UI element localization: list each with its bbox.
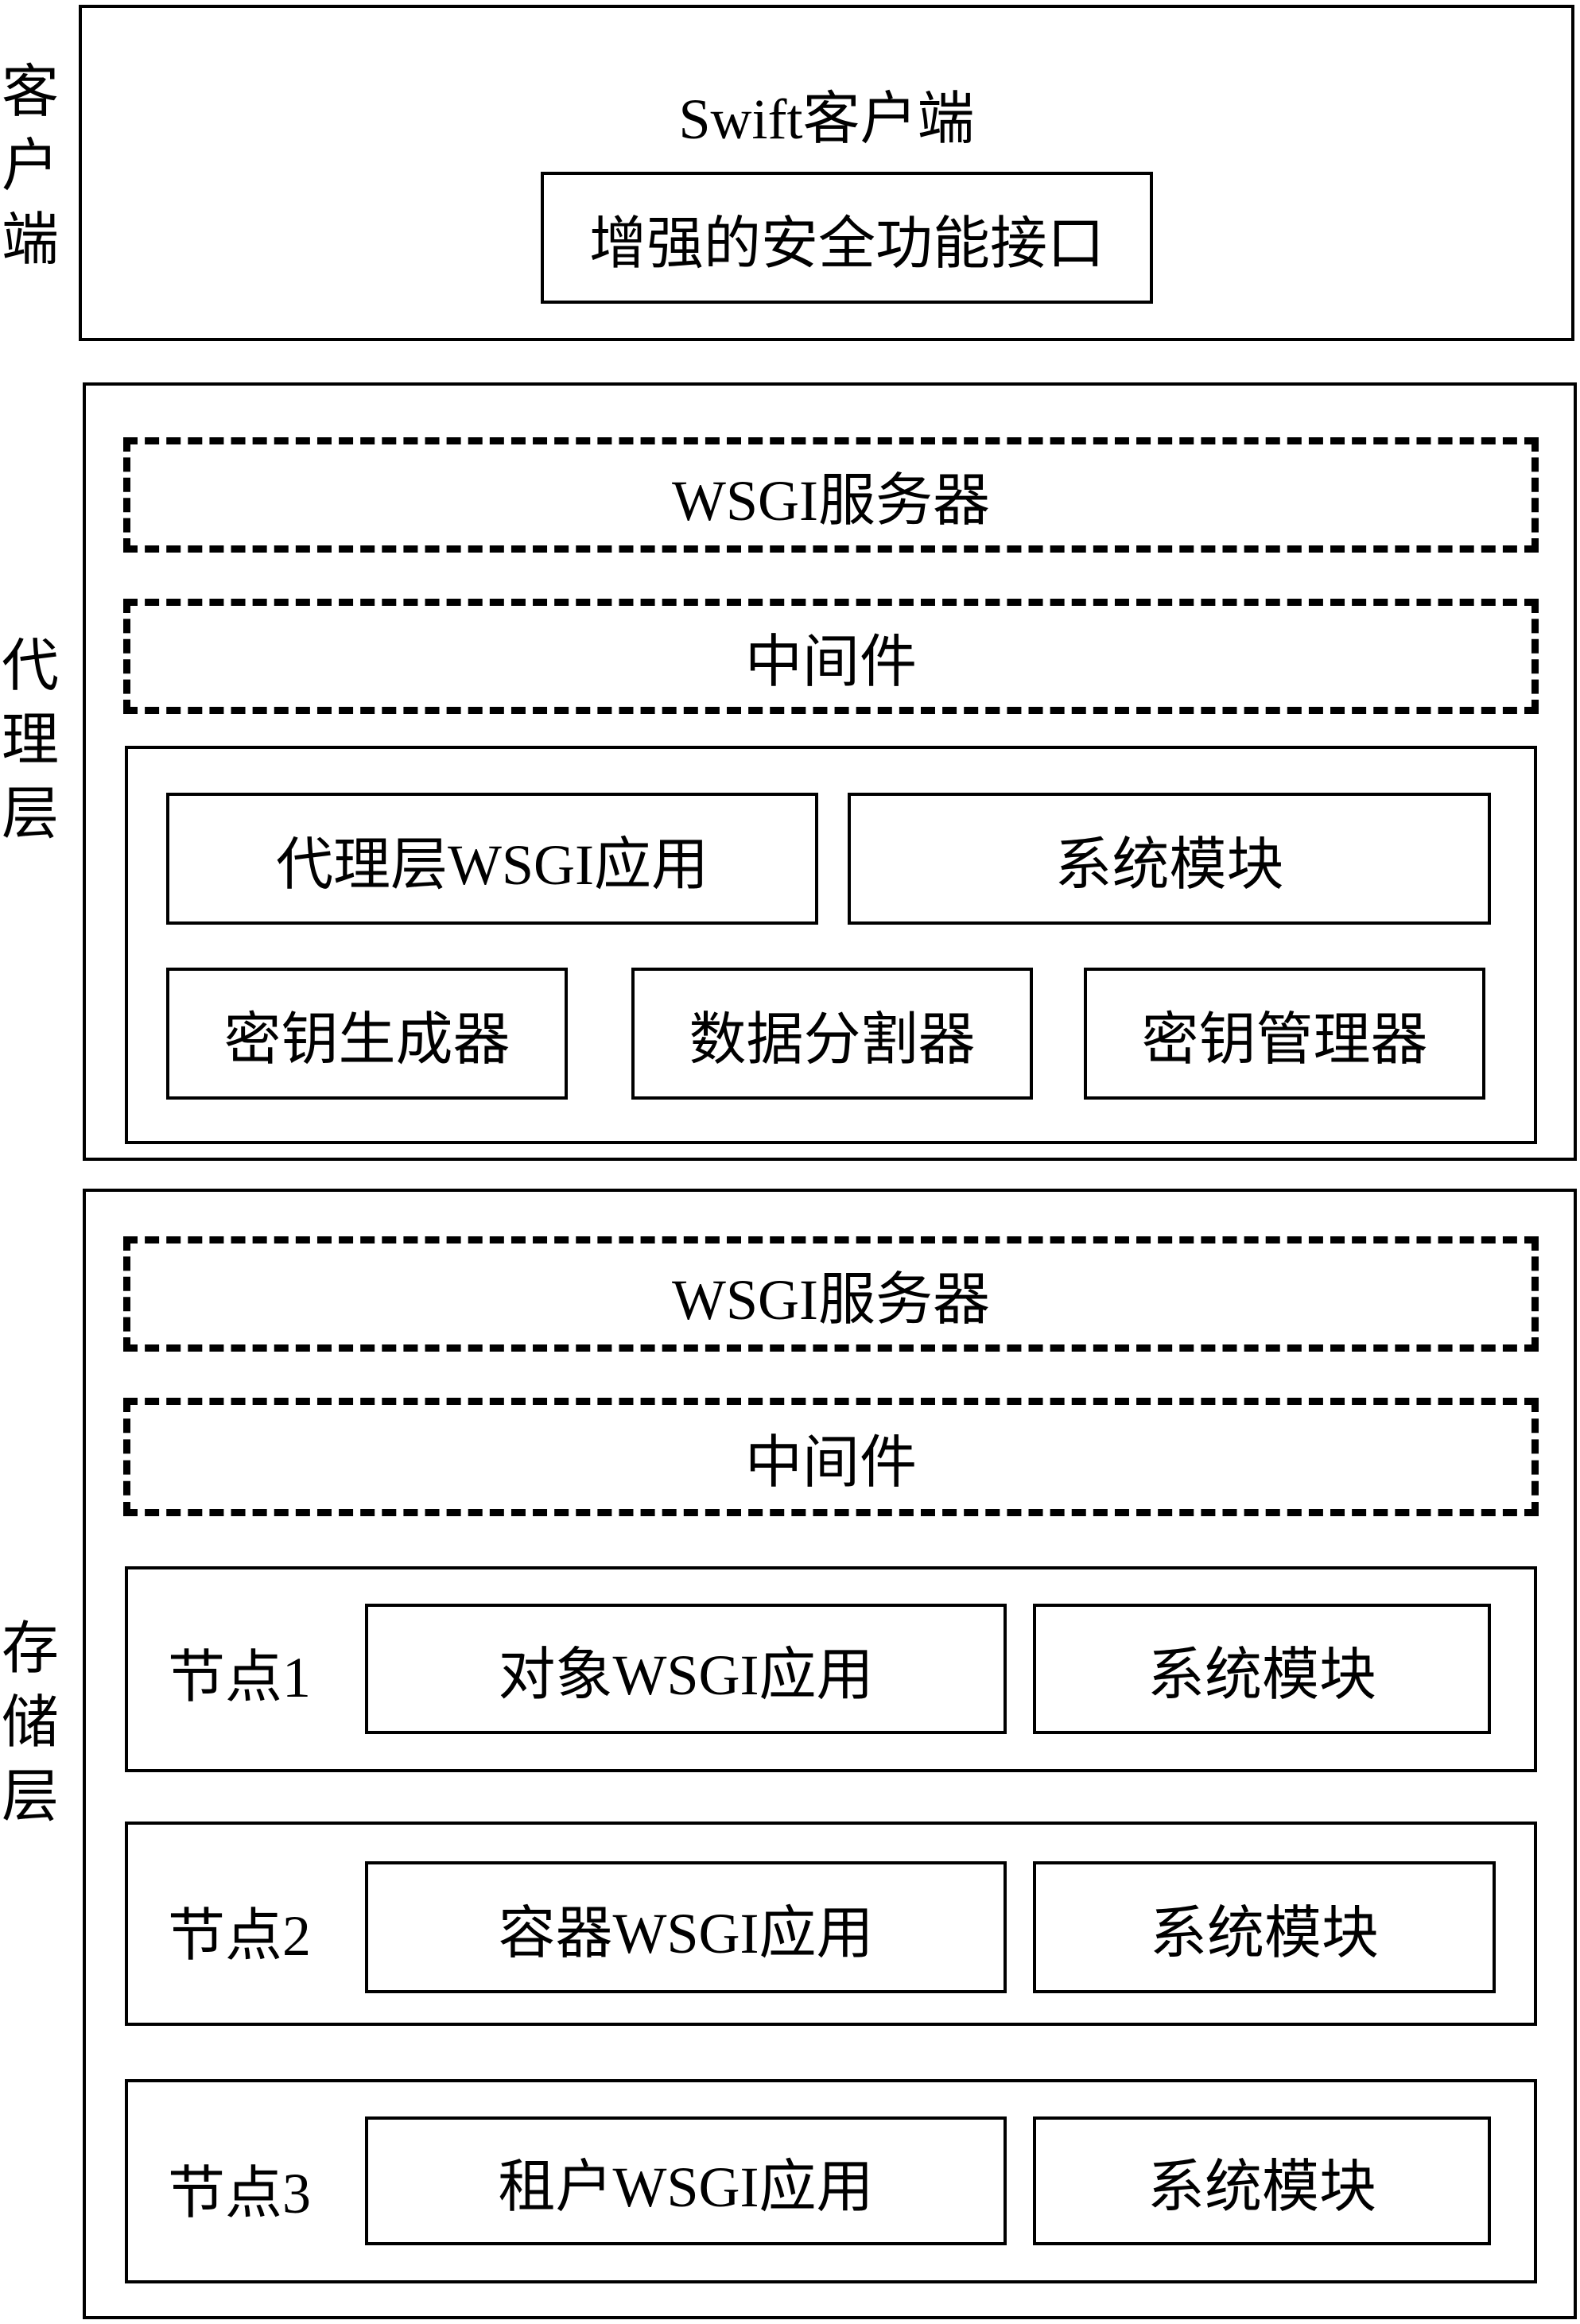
proxy-system-module: 系统模块	[848, 793, 1491, 925]
proxy-wsgi-server: WSGI服务器	[123, 437, 1539, 553]
enhanced-security-interface: 增强的安全功能接口	[541, 172, 1153, 304]
node-system-module: 系统模块	[1033, 1604, 1491, 1734]
proxy-wsgi-app: 代理层WSGI应用	[166, 793, 818, 925]
proxy-layer-label: 代 理 层	[0, 630, 60, 852]
key-generator: 密钥生成器	[166, 968, 568, 1100]
node-label: 节点2	[168, 1904, 312, 1968]
object-wsgi-app: 对象WSGI应用	[365, 1604, 1007, 1734]
client-layer-label: 客 户 端	[0, 56, 60, 277]
label-char: 端	[1, 208, 59, 272]
label-char: 户	[1, 134, 59, 198]
label-char: 代	[1, 634, 59, 698]
node-system-module: 系统模块	[1033, 1861, 1496, 1993]
label-char: 理	[1, 708, 59, 772]
storage-middleware: 中间件	[123, 1398, 1539, 1516]
label-char: 层	[1, 1765, 59, 1829]
storage-wsgi-server: WSGI服务器	[123, 1236, 1539, 1352]
node-system-module: 系统模块	[1033, 2116, 1491, 2245]
key-manager: 密钥管理器	[1084, 968, 1485, 1100]
proxy-middleware: 中间件	[123, 599, 1539, 714]
swift-client-title: Swift客户端	[678, 87, 975, 151]
container-wsgi-app: 容器WSGI应用	[365, 1861, 1007, 1993]
storage-layer-label: 存 储 层	[0, 1612, 60, 1834]
tenant-wsgi-app: 租户WSGI应用	[365, 2116, 1007, 2245]
node-label: 节点1	[168, 1646, 312, 1709]
data-splitter: 数据分割器	[631, 968, 1033, 1100]
label-char: 客	[1, 60, 59, 124]
label-char: 存	[1, 1617, 59, 1681]
label-char: 层	[1, 782, 59, 846]
label-char: 储	[1, 1691, 59, 1755]
node-label: 节点3	[168, 2162, 312, 2225]
